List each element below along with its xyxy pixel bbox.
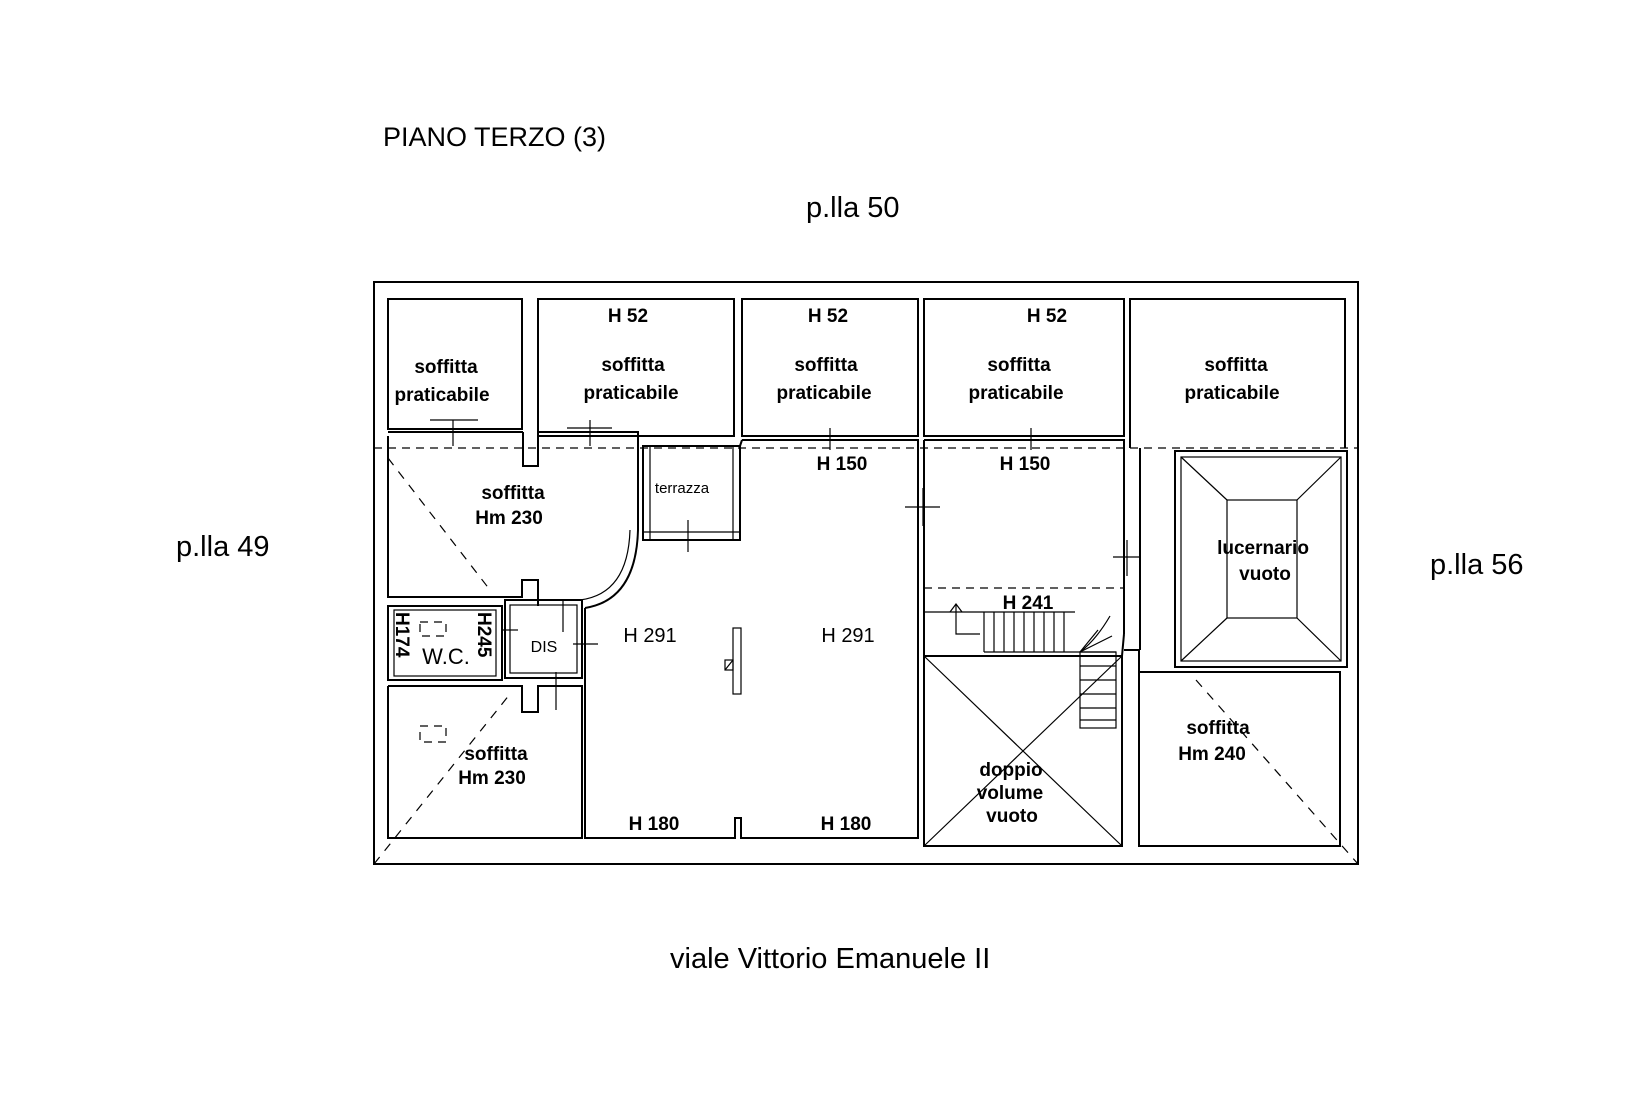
room-attic-sw: [387, 685, 583, 839]
double-line3: vuoto: [986, 806, 1038, 827]
double-volume: [923, 655, 1123, 847]
wc-label: W.C.: [422, 644, 470, 669]
wall-segment: [522, 431, 639, 530]
room2-height: H 52: [608, 306, 648, 327]
attic-nw-line1: soffitta: [481, 483, 545, 504]
curved-wall: [584, 529, 639, 609]
double-line2: volume: [977, 783, 1044, 804]
outer-boundary: [373, 281, 1359, 865]
wc-h-left: H174: [391, 612, 412, 658]
skylight: [1174, 450, 1348, 668]
room-right: [924, 439, 1125, 634]
skylight-line1: lucernario: [1217, 538, 1309, 559]
label-west: p.lla 49: [176, 531, 270, 563]
staircase: [949, 603, 1117, 729]
right-h-top: H 150: [1000, 454, 1051, 475]
main-h-left: H 291: [623, 625, 676, 647]
attic-sw-line1: soffitta: [464, 744, 528, 765]
room-attic-5: [1129, 298, 1346, 448]
main-h-top: H 150: [817, 454, 868, 475]
pillar: [732, 627, 742, 695]
room-dis: [504, 599, 583, 679]
right-h-stair: H 241: [1003, 593, 1054, 614]
room-attic-nw: [387, 436, 539, 606]
room4-line2: praticabile: [968, 383, 1063, 404]
label-street: viale Vittorio Emanuele II: [670, 943, 990, 975]
main-h-br: H 180: [821, 814, 872, 835]
room-main: [584, 439, 919, 839]
attic-se-line2: Hm 240: [1178, 744, 1246, 765]
room4-height: H 52: [1027, 306, 1067, 327]
room5-line1: soffitta: [1204, 355, 1268, 376]
wc-h-right: H245: [473, 612, 494, 658]
room-attic-1: [387, 298, 523, 430]
label-east: p.lla 56: [1430, 549, 1524, 581]
plan-title: PIANO TERZO (3): [383, 122, 606, 152]
diagonal-sw: [373, 693, 511, 865]
room-attic-2: [537, 298, 735, 437]
dis-label: DIS: [531, 639, 558, 656]
attic-nw-line2: Hm 230: [475, 508, 543, 529]
room5-line2: praticabile: [1184, 383, 1279, 404]
room2-line2: praticabile: [583, 383, 678, 404]
room1-line2: praticabile: [394, 385, 489, 406]
room3-line2: praticabile: [776, 383, 871, 404]
room1-line1: soffitta: [414, 357, 478, 378]
label-north: p.lla 50: [806, 192, 900, 224]
diagonal-nw: [387, 457, 491, 591]
diagonal-se: [1195, 679, 1359, 865]
room3-height: H 52: [808, 306, 848, 327]
attic-se-line1: soffitta: [1186, 718, 1250, 739]
room2-line1: soffitta: [601, 355, 665, 376]
attic-sw-line2: Hm 230: [458, 768, 526, 789]
terrace: [642, 445, 741, 541]
room4-line1: soffitta: [987, 355, 1051, 376]
room-wc: [387, 605, 503, 681]
main-h-right: H 291: [821, 625, 874, 647]
double-line1: doppio: [979, 760, 1042, 781]
terrace-label: terrazza: [655, 480, 710, 497]
main-h-bl: H 180: [629, 814, 680, 835]
skylight-line2: vuoto: [1239, 564, 1291, 585]
room3-line1: soffitta: [794, 355, 858, 376]
